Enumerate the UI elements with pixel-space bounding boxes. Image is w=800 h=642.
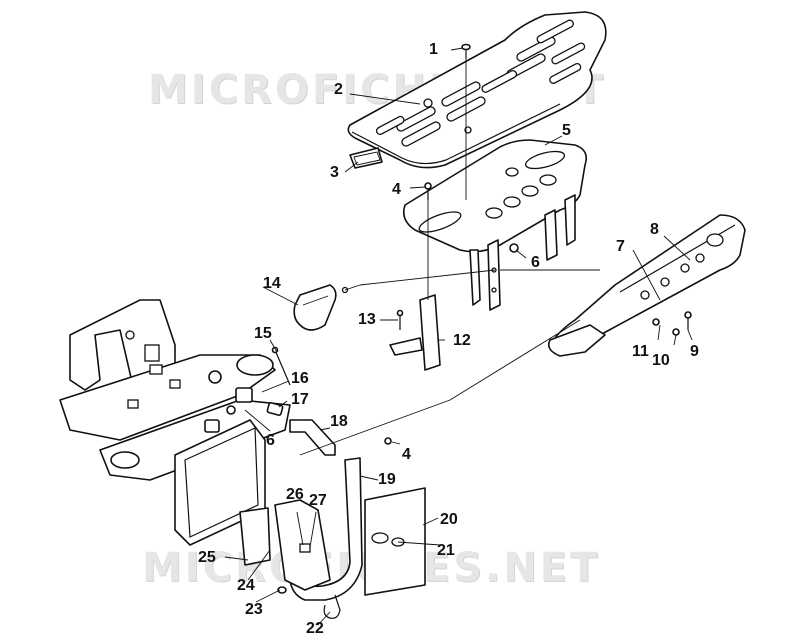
callout-25: 25 xyxy=(198,549,216,566)
callout-6-rack: 6 xyxy=(531,254,540,271)
callout-22: 22 xyxy=(306,620,324,637)
callout-19: 19 xyxy=(378,471,396,488)
screw-13 xyxy=(396,309,404,330)
rear-bumper xyxy=(547,214,746,357)
callout-13: 13 xyxy=(358,311,376,328)
callout-17: 17 xyxy=(291,391,309,408)
pipe-18 xyxy=(289,419,336,456)
bolt-15 xyxy=(271,346,291,386)
callout-2: 2 xyxy=(334,81,343,98)
rear-rack xyxy=(402,139,588,311)
plate-24-26 xyxy=(274,499,331,591)
callout-9: 9 xyxy=(690,343,699,360)
callout-5: 5 xyxy=(562,122,571,139)
tail-light xyxy=(293,284,349,331)
callout-23: 23 xyxy=(245,601,263,618)
connectors-16-17 xyxy=(226,387,284,416)
callout-10: 10 xyxy=(652,352,670,369)
callout-1: 1 xyxy=(429,41,438,58)
callout-4-top: 4 xyxy=(392,181,401,198)
callout-24: 24 xyxy=(237,577,255,594)
upper-rack-plate xyxy=(347,11,607,169)
callout-7: 7 xyxy=(616,238,625,255)
callout-11: 11 xyxy=(632,343,649,360)
callout-14: 14 xyxy=(263,275,281,292)
callout-8: 8 xyxy=(650,221,659,238)
callout-16: 16 xyxy=(291,370,309,387)
screw-1 xyxy=(461,43,471,58)
hitch-pin-22 xyxy=(323,594,341,619)
callout-27: 27 xyxy=(309,492,327,509)
vehicle-frame xyxy=(59,299,291,481)
callout-26: 26 xyxy=(286,486,304,503)
tail-light-bracket xyxy=(389,294,441,371)
leader-lines xyxy=(224,47,693,626)
reflector xyxy=(349,147,383,169)
callout-18: 18 xyxy=(330,413,348,430)
clip-23 xyxy=(277,586,287,594)
callout-15: 15 xyxy=(254,325,272,342)
callout-6-frame: 6 xyxy=(266,432,275,449)
plate-25 xyxy=(239,507,271,566)
callout-3: 3 xyxy=(330,164,339,181)
side-panel-20 xyxy=(364,487,426,596)
bolts-9-10-11 xyxy=(652,311,692,336)
callout-21: 21 xyxy=(437,542,455,559)
callout-20: 20 xyxy=(440,511,458,528)
callout-4-lower: 4 xyxy=(402,446,411,463)
screw-4-top xyxy=(424,182,432,200)
callout-12: 12 xyxy=(453,332,471,349)
